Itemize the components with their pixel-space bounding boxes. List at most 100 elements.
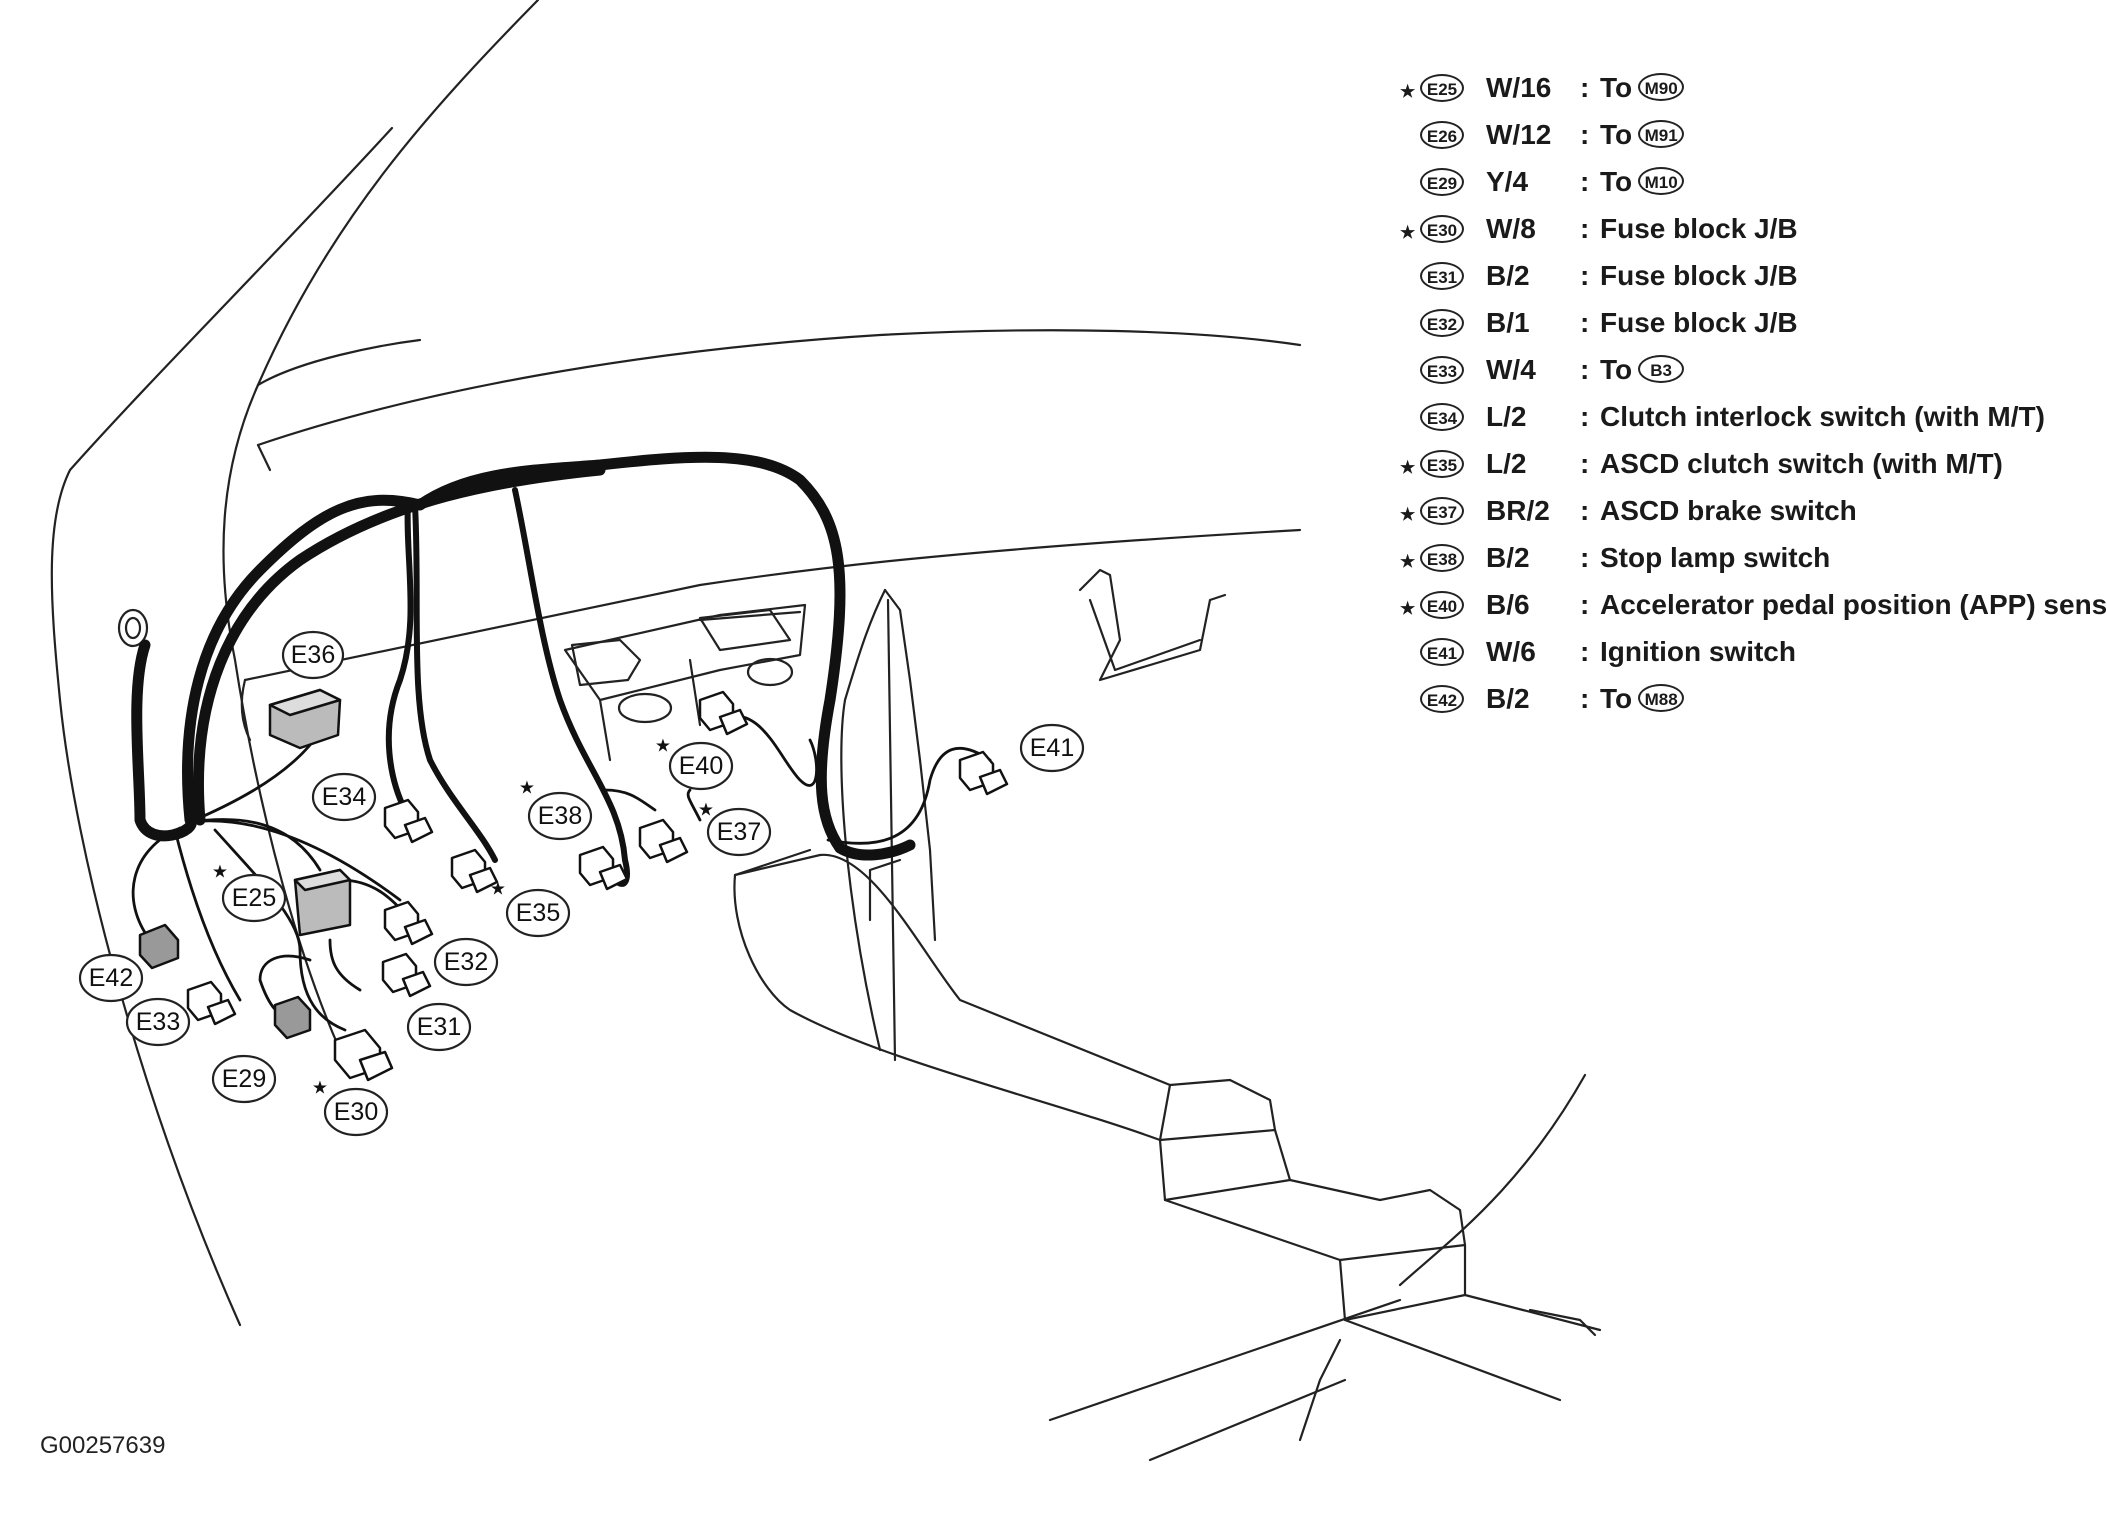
connector-code: E38 [1420, 544, 1464, 572]
star-e30: ★ [312, 1078, 328, 1099]
lower-dash-panel [243, 528, 1302, 682]
connector-code: E32 [1420, 309, 1464, 337]
label-e42: E42 [89, 964, 133, 992]
floor-console [733, 848, 1162, 1142]
legend-row: ★ E37 BR/2 : ASCD brake switch [1400, 495, 1857, 526]
connector-code: E35 [1420, 450, 1464, 478]
connector-description: ASCD clutch switch (with M/T) [1600, 448, 2003, 479]
connector-code: E30 [1420, 215, 1464, 243]
legend-star: ★ [1400, 223, 1416, 242]
label-e40: E40 [679, 752, 723, 780]
wire-spec: Y/4 [1486, 166, 1529, 197]
reference-connector: M88 [1638, 683, 1685, 712]
a-pillar-outline [50, 126, 394, 1327]
branch-e34 [385, 497, 414, 813]
pedal-bracket [570, 638, 642, 687]
star-e25: ★ [212, 862, 228, 883]
connector-e42 [138, 923, 180, 970]
legend-star: ★ [1400, 505, 1416, 524]
connector-description: To [1600, 166, 1633, 197]
wire-spec: L/2 [1486, 401, 1527, 432]
connector-code: E29 [1420, 168, 1464, 196]
connector-description: ASCD brake switch [1600, 495, 1857, 526]
connector-description: Accelerator pedal position (APP) sensor [1600, 589, 2107, 620]
label-e34: E34 [322, 783, 367, 811]
connector-description: To [1600, 354, 1633, 385]
connector-code: E25 [1420, 74, 1464, 102]
label-e25: E25 [232, 884, 276, 912]
wire-spec: W/4 [1486, 354, 1536, 385]
legend-star: ★ [1400, 552, 1416, 571]
wire-spec: B/1 [1486, 307, 1530, 338]
figure-code: G00257639 [40, 1432, 166, 1459]
legend-row: E32 B/1 : Fuse block J/B [1400, 305, 2100, 345]
reference-connector: M10 [1638, 166, 1685, 195]
dash-top-outline [256, 329, 1302, 447]
label-e37: E37 [717, 818, 761, 846]
wire-spec: B/2 [1486, 260, 1530, 291]
wire-spec: L/2 [1486, 448, 1527, 479]
label-e38: E38 [538, 802, 582, 830]
wire-spec: W/6 [1486, 636, 1536, 667]
wire-spec: B/2 [1486, 542, 1530, 573]
connector-description: Fuse block J/B [1600, 307, 1798, 338]
connector-code: E37 [1420, 497, 1464, 525]
connector-code: E26 [1420, 121, 1464, 149]
label-e31: E31 [417, 1013, 461, 1041]
label-e35: E35 [516, 899, 560, 927]
wire-spec: W/8 [1486, 213, 1536, 244]
label-e30: E30 [334, 1098, 378, 1126]
branch-e38 [512, 487, 630, 887]
star-e38: ★ [519, 778, 535, 799]
connector-description: To [1600, 683, 1633, 714]
connector-description: Fuse block J/B [1600, 260, 1798, 291]
connector-code: E42 [1420, 685, 1464, 713]
wire-spec: BR/2 [1486, 495, 1550, 526]
connector-description: To [1600, 72, 1633, 103]
label-e36: E36 [291, 641, 335, 669]
grommet [117, 608, 149, 648]
legend-star: ★ [1400, 82, 1416, 101]
reference-connector: B3 [1638, 354, 1685, 383]
wire-spec: W/12 [1486, 119, 1552, 150]
legend-star: ★ [1400, 458, 1416, 477]
label-e29: E29 [222, 1065, 266, 1093]
legend-row: E41 W/6 : Ignition switch [1400, 634, 2100, 674]
star-e40: ★ [655, 736, 671, 757]
connector-code: E40 [1420, 591, 1464, 619]
legend-row: ★ E38 B/2 : Stop lamp switch [1400, 542, 1831, 573]
callouts [78, 630, 1085, 1137]
star-e37: ★ [698, 800, 714, 821]
connector-description: Ignition switch [1600, 636, 1796, 667]
wire-spec: B/2 [1486, 683, 1530, 714]
connector-description: To [1600, 119, 1633, 150]
connector-code: E41 [1420, 638, 1464, 666]
legend-row: E31 B/2 : Fuse block J/B [1400, 258, 2100, 298]
connector-e29 [273, 995, 312, 1040]
label-e41: E41 [1030, 734, 1074, 762]
connector-description: Fuse block J/B [1600, 213, 1798, 244]
connector-code: E31 [1420, 262, 1464, 290]
legend-row: ★ E35 L/2 : ASCD clutch switch (with M/T… [1400, 448, 2003, 479]
reference-connector: M90 [1638, 72, 1685, 101]
connector-description: Stop lamp switch [1600, 542, 1831, 573]
reference-connector: M91 [1638, 119, 1685, 148]
connector-code: E34 [1420, 403, 1464, 431]
legend-star: ★ [1400, 599, 1416, 618]
label-e32: E32 [444, 948, 488, 976]
wire-spec: B/6 [1486, 589, 1530, 620]
label-e33: E33 [136, 1008, 180, 1036]
wire-spec: W/16 [1486, 72, 1552, 103]
legend-row: ★ E40 B/6 : Accelerator pedal position (… [1400, 587, 2107, 627]
connector-code: E33 [1420, 356, 1464, 384]
legend-row: E34 L/2 : Clutch interlock switch (with … [1400, 399, 2100, 439]
console-panel [840, 588, 887, 1052]
branch-e35 [412, 502, 498, 863]
connector-description: Clutch interlock switch (with M/T) [1600, 401, 2045, 432]
